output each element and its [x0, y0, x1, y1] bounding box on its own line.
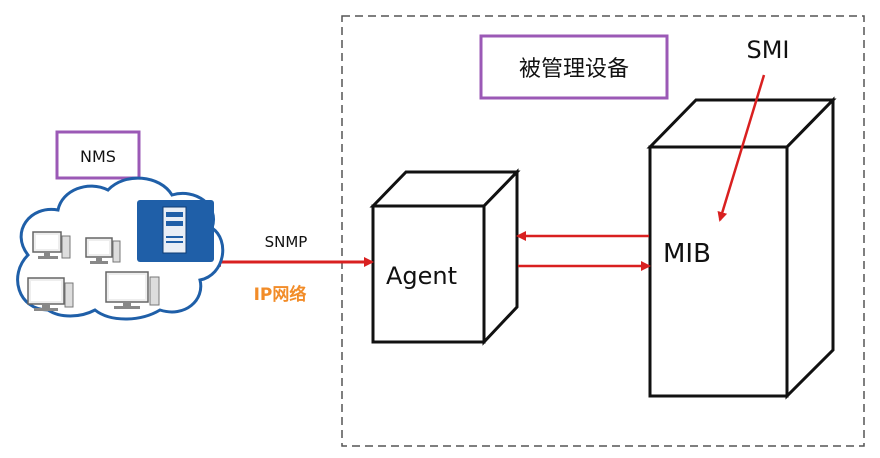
agent-box	[369, 168, 521, 346]
computer-icon	[27, 277, 74, 311]
computer-icon	[85, 237, 121, 264]
snmp-label: SNMP	[265, 233, 308, 251]
mib-label: MIB	[663, 239, 711, 269]
computer-icon	[105, 271, 160, 309]
managed-device-container	[341, 15, 865, 447]
ip-network-label: IP网络	[254, 284, 307, 305]
managed-device-title-box	[479, 34, 669, 100]
managed-device-title: 被管理设备	[519, 57, 629, 82]
smi-label: SMI	[746, 36, 789, 64]
nms-label: NMS	[80, 147, 116, 166]
mib-box	[646, 96, 837, 400]
smi-arrow	[717, 74, 766, 222]
server-icon	[137, 200, 214, 262]
nms-label-box	[55, 130, 141, 180]
computer-icon	[32, 231, 71, 259]
agent-label: Agent	[386, 262, 457, 290]
